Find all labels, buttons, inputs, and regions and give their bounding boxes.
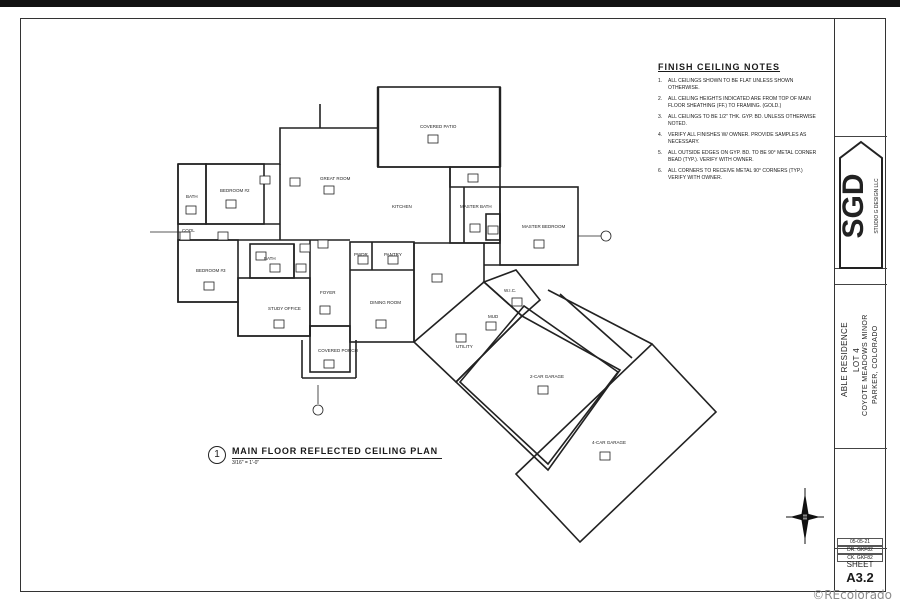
room-label-bedroom-2: BEDROOM #2 [220,188,250,193]
room-label-garage-2: 2-CAR GARAGE [530,374,565,379]
title-location: PARKER, COLORADO [872,325,879,405]
wic-outline [482,269,542,318]
north-arrow [786,488,824,544]
plan-number: 1 [208,446,226,464]
room-label-covered-porch: COVERED PORCH [318,348,358,353]
drawn-box: DR. GKF82 [837,546,883,554]
title-project: ABLE RESIDENCE [840,322,849,398]
room-label-cool: COOL [182,228,195,233]
note-item: 2.ALL CEILING HEIGHTS INDICATED ARE FROM… [658,96,811,109]
title-lot: LOT 4 [852,347,861,373]
room-label-bedroom-3: BEDROOM #3 [196,268,226,273]
bedroom-2-outline [205,163,265,225]
room-label-wic: W.I.C. [504,288,517,293]
room-label-master-bedroom: MASTER BEDROOM [522,224,566,229]
plan-title: MAIN FLOOR REFLECTED CEILING PLAN [232,446,442,459]
room-label-garage-4: 4-CAR GARAGE [592,440,627,445]
room-label-study: STUDY OFFICE [268,306,301,311]
date-box: 05-05-21 [837,538,883,546]
room-label-kitchen: KITCHEN [392,204,412,209]
garage-2-outline [454,315,622,472]
room-label-bath-2: BATH [264,256,276,261]
room-label-utility: UTILITY [456,344,473,349]
sheet-border [20,18,886,592]
room-label-foyer: FOYER [320,290,336,295]
room-label-mud: MUD [488,314,499,319]
covered-porch-outline [309,325,351,373]
watermark: ©REcolorado [812,588,892,602]
note-item: 3.ALL CEILINGS TO BE 1/2" THK. GYP. BD. … [658,114,816,127]
plan-scale: 3/16" = 1'-0" [232,460,260,466]
garage-4-outline [514,342,718,544]
note-item: 6.ALL CORNERS TO RECEIVE METAL 90° CORNE… [658,168,803,181]
bath-2-outline [249,243,295,279]
note-item: 1.ALL CEILINGS SHOWN TO BE FLAT UNLESS S… [658,78,794,91]
checked-box: CK. GKF82 [837,554,883,562]
firm-logo: SGD STUDIO G DESIGN LLC [838,140,883,269]
room-label-pantry: PANTRY [384,252,402,257]
room-label-dining: DINING ROOM [370,300,401,305]
svg-text:SGD: SGD [838,173,870,238]
sheet-label: SHEET [846,560,874,569]
room-label-bath-1: BATH [186,194,198,199]
sheet-number: A3.2 [846,570,874,585]
title-subdivision: COYOTE MEADOWS MINOR [862,314,869,416]
notes-title: FINISH CEILING NOTES [658,62,781,72]
finish-ceiling-notes: FINISH CEILING NOTES 1.ALL CEILINGS SHOW… [658,62,818,186]
note-item: 5.ALL OUTSIDE EDGES ON GYP. BD. TO BE 90… [658,150,817,163]
room-label-master-bath: MASTER BATH [460,204,492,209]
room-label-powder: PWDR. [354,252,369,257]
top-bar [0,0,900,7]
room-label-great-room: GREAT ROOM [320,176,351,181]
svg-text:STUDIO G DESIGN LLC: STUDIO G DESIGN LLC [874,178,880,234]
room-label-covered-patio: COVERED PATIO [420,124,457,129]
note-item: 4.VERIFY ALL FINISHES W/ OWNER. PROVIDE … [658,132,807,145]
